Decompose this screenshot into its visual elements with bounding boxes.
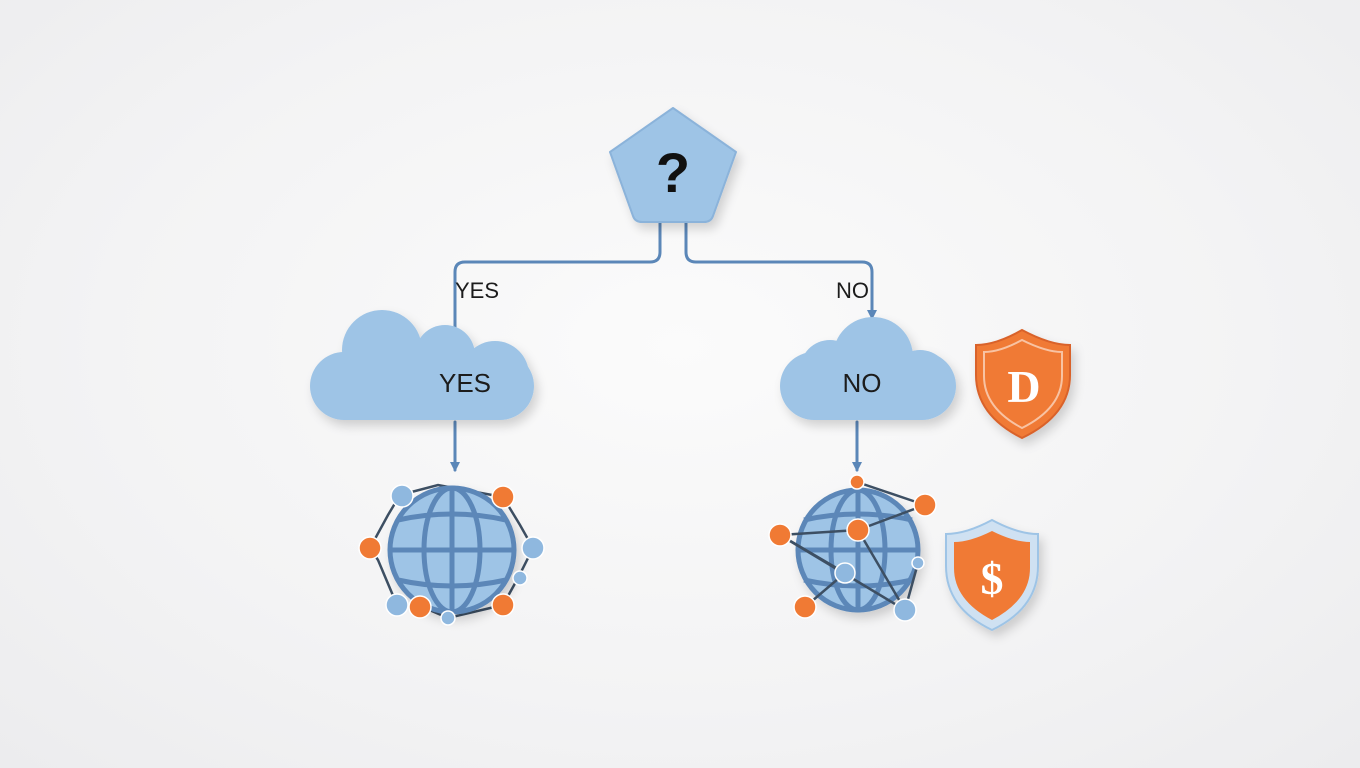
no-shield-badge-top [975, 328, 1071, 440]
cloud-icon [310, 310, 534, 420]
no-node-label: NO [843, 368, 882, 398]
decision-node [609, 107, 737, 223]
shield-glyph-bottom: $ [981, 553, 1004, 604]
network-globe-icon [358, 483, 545, 626]
cloud-icon [780, 317, 956, 420]
yes-node-label: YES [439, 368, 491, 398]
question-pentagon-icon [609, 107, 737, 223]
no-connector [684, 220, 877, 320]
yes-cloud-node [310, 310, 534, 420]
no-result-node [768, 474, 937, 622]
yes-connector [453, 220, 662, 332]
no-edge-label: NO [836, 278, 869, 303]
shield-glyph-top: D [1007, 361, 1040, 412]
yes-result-node [358, 483, 545, 626]
no-cloud-node [780, 317, 956, 420]
yes-edge-label: YES [455, 278, 499, 303]
network-globe-icon [768, 474, 937, 622]
no-shield-badge-bottom [945, 518, 1039, 632]
question-mark: ? [656, 141, 690, 204]
connectors [450, 220, 877, 472]
